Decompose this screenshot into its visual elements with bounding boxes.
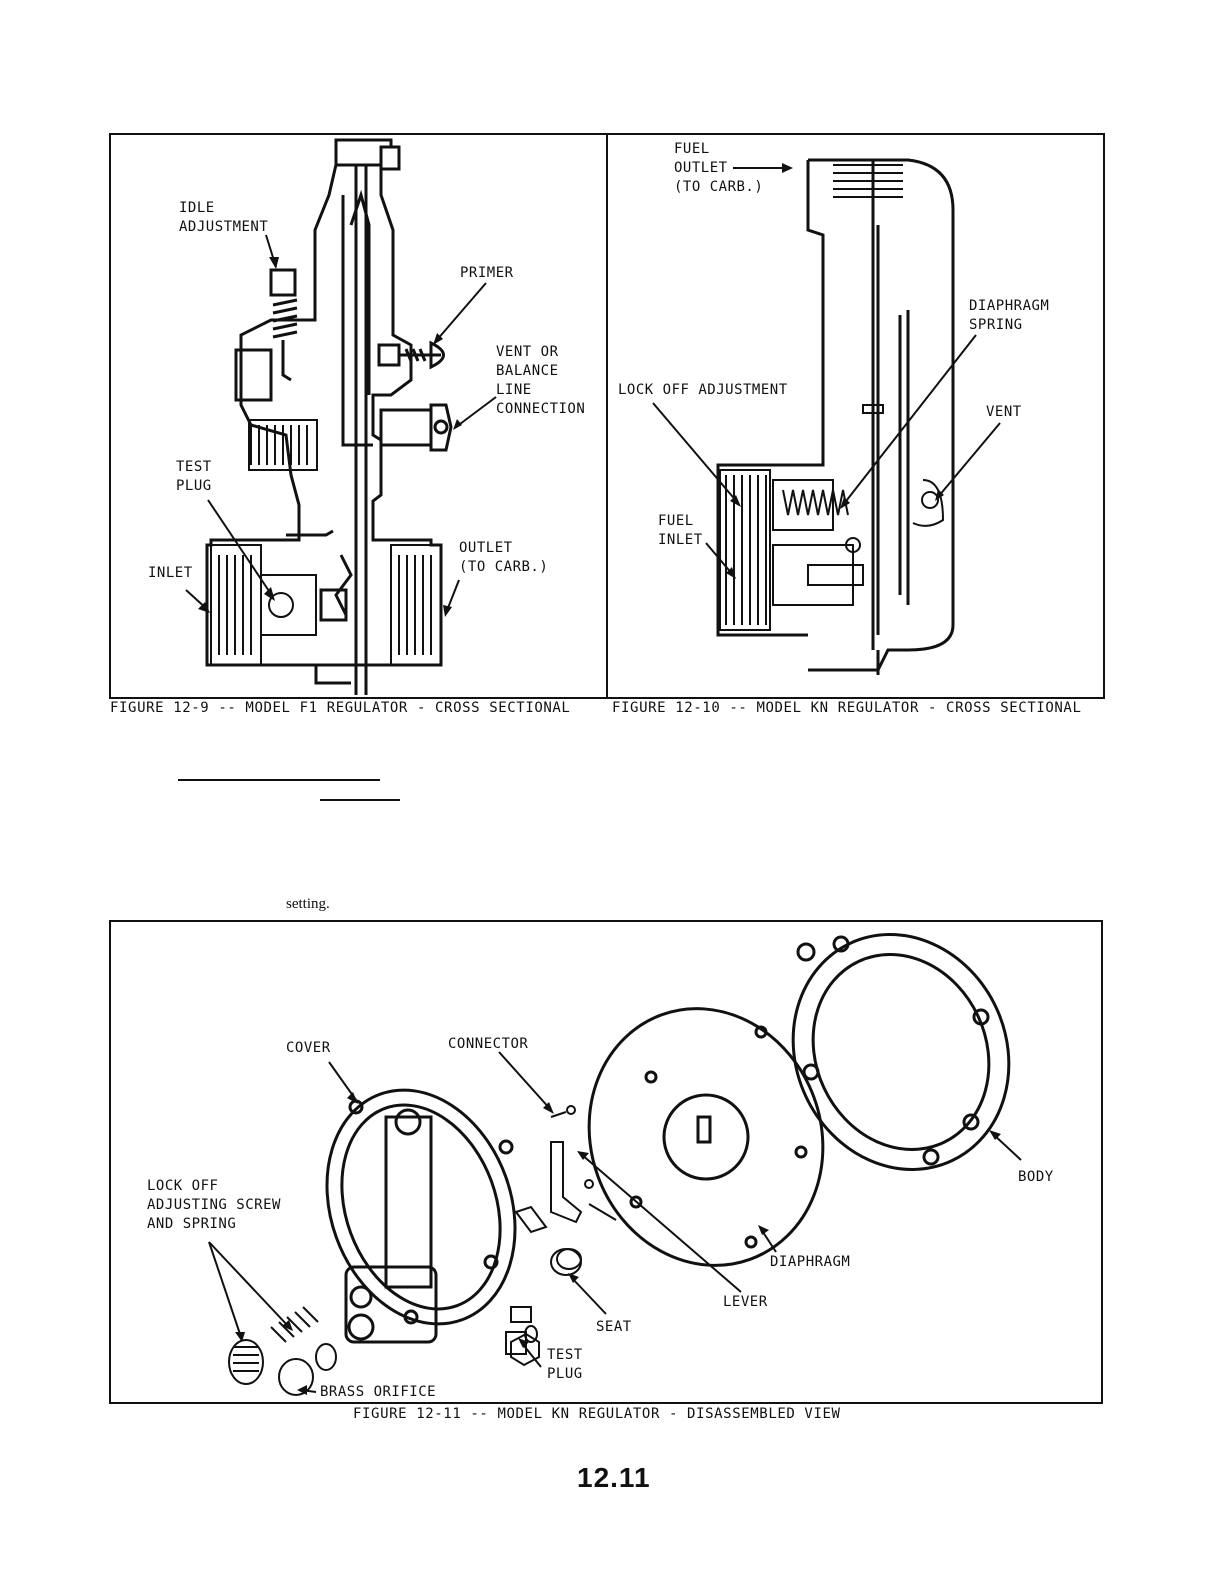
label-inlet: INLET <box>148 565 193 581</box>
label-diaphragm: DIAPHRAGM <box>770 1254 851 1270</box>
test-plug-part <box>505 1306 540 1367</box>
label-diaphragm-spring: DIAPHRAGM SPRING <box>969 298 1050 333</box>
lock-off-screw-part <box>228 1306 337 1396</box>
label-primer: PRIMER <box>460 265 514 281</box>
label-fuel-outlet: FUEL OUTLET (TO CARB.) <box>674 141 764 195</box>
page-number: 12.11 <box>577 1462 651 1493</box>
label-test-plug: TEST PLUG <box>547 1347 583 1382</box>
label-vent: VENT <box>986 404 1022 420</box>
figure-12-9-frame: IDLE ADJUSTMENT PRIMER VENT OR BALANCE L… <box>109 133 608 699</box>
label-idle-adjustment: IDLE ADJUSTMENT <box>179 200 269 235</box>
figure-12-10-caption: FIGURE 12-10 -- MODEL KN REGULATOR - CRO… <box>612 700 1082 716</box>
figure-12-11-frame: COVER CONNECTOR BODY LOCK OFF ADJUSTING … <box>109 920 1103 1404</box>
body-text-setting: setting. <box>286 896 330 912</box>
lever-part <box>514 1105 617 1234</box>
label-seat: SEAT <box>596 1319 632 1335</box>
kn-regulator-disassembled-drawing <box>208 933 1022 1396</box>
body-part <box>791 933 1011 1171</box>
label-fuel-inlet: FUEL INLET <box>658 513 703 548</box>
cover-part <box>325 1088 517 1344</box>
figure-12-11-caption: FIGURE 12-11 -- MODEL KN REGULATOR - DIS… <box>353 1406 841 1422</box>
label-body: BODY <box>1018 1169 1054 1185</box>
seat-part <box>550 1248 582 1276</box>
label-lock-off-adjustment: LOCK OFF ADJUSTMENT <box>618 382 788 398</box>
kn-regulator-cross-section-drawing <box>652 158 1001 675</box>
figure-12-9-caption: FIGURE 12-9 -- MODEL F1 REGULATOR - CROS… <box>110 700 571 716</box>
label-cover: COVER <box>286 1040 331 1056</box>
underline-rule-1 <box>178 779 380 781</box>
underline-rule-2 <box>320 799 400 801</box>
label-lever: LEVER <box>723 1294 768 1310</box>
label-lock-off-adjusting-screw: LOCK OFF ADJUSTING SCREW AND SPRING <box>147 1178 281 1232</box>
label-vent-or-balance: VENT OR BALANCE LINE CONNECTION <box>496 344 586 417</box>
label-connector: CONNECTOR <box>448 1036 529 1052</box>
label-test-plug: TEST PLUG <box>176 459 212 494</box>
f1-regulator-cross-section-drawing <box>185 138 497 695</box>
label-brass-orifice: BRASS ORIFICE <box>320 1384 437 1400</box>
diaphragm-part <box>587 1007 825 1267</box>
figure-12-10-frame: FUEL OUTLET (TO CARB.) DIAPHRAGM SPRING … <box>606 133 1105 699</box>
label-outlet: OUTLET (TO CARB.) <box>459 540 549 575</box>
